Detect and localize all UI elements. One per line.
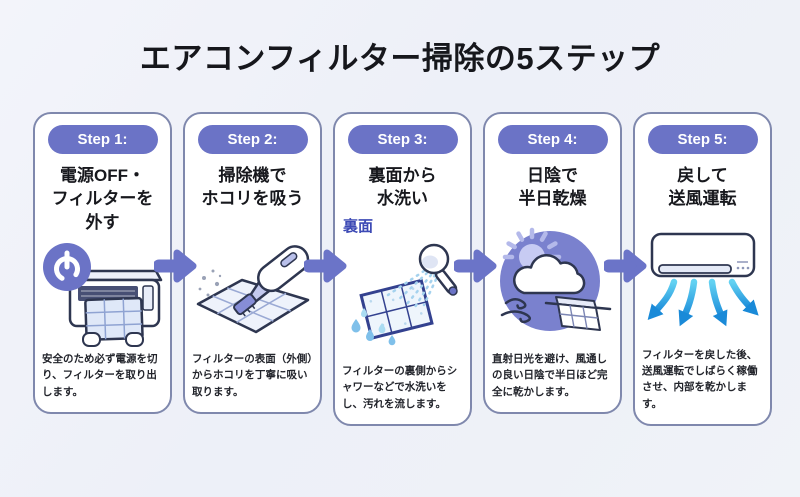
backside-label: 裏面 <box>343 217 374 235</box>
ac-fan-mode-icon <box>647 232 759 327</box>
power-off-remove-filter-icon <box>43 242 163 347</box>
step-card-4: Step 4: 日陰で 半日乾燥 <box>483 112 622 414</box>
step-card-5: Step 5: 戻して 送風運転 <box>633 112 772 426</box>
step-description: 直射日光を避け、風通しの良い日陰で半日ほど完全に乾かします。 <box>492 353 608 398</box>
step-heading: 掃除機で ホコリを吸う <box>201 166 304 209</box>
step-badge: Step 2: <box>197 125 308 154</box>
arrow-right-icon <box>452 247 500 285</box>
shade-dry-icon <box>500 227 612 332</box>
step-card-2: Step 2: 掃除機で ホコリを吸う <box>183 112 322 414</box>
step-badge: Step 5: <box>647 125 758 154</box>
step-card-1: Step 1: 電源OFF・ フィルターを 外す <box>33 112 172 414</box>
arrow-right-icon <box>602 247 650 285</box>
step-description: フィルターの表面（外側）からホコリを丁寧に吸い取ります。 <box>192 353 313 398</box>
step-heading: 電源OFF・ フィルターを 外す <box>51 166 154 232</box>
vacuum-dust-icon <box>196 245 310 334</box>
arrow-right-icon <box>152 247 200 285</box>
step-description: フィルターを戻した後、送風運転でしばらく稼働させ、内部を乾かします。 <box>642 348 758 410</box>
step-badge: Step 1: <box>47 125 158 154</box>
step-heading: 裏面から 水洗い <box>368 166 437 209</box>
step-description: 安全のため必ず電源を切り、フィルターを取り出します。 <box>42 353 158 398</box>
step-heading: 戻して 送風運転 <box>668 166 737 209</box>
step-card-3: Step 3: 裏面から 水洗い 裏面 <box>333 112 472 426</box>
steps-row: Step 1: 電源OFF・ フィルターを 外す <box>33 112 772 426</box>
page-title: エアコンフィルター掃除の5ステップ <box>139 41 661 76</box>
step-heading: 日陰で 半日乾燥 <box>518 166 587 209</box>
shower-rinse-icon <box>351 243 458 346</box>
arrow-right-icon <box>302 247 350 285</box>
step-badge: Step 4: <box>497 125 608 154</box>
step-badge: Step 3: <box>347 125 458 154</box>
step-description: フィルターの裏側からシャワーなどで水洗いをし、汚れを流します。 <box>342 365 458 410</box>
